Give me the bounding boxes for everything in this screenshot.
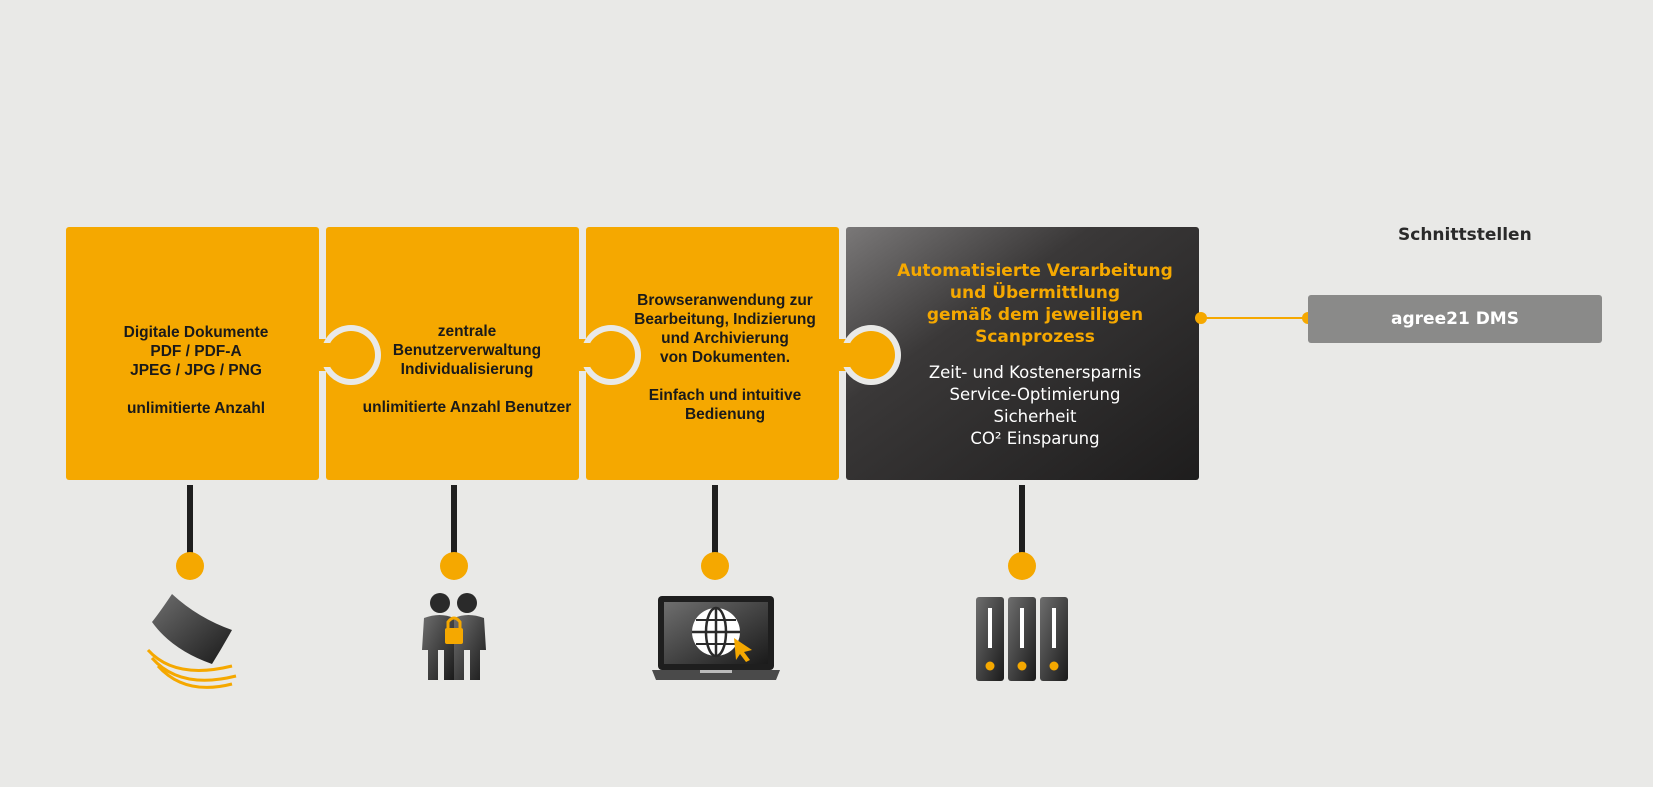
agree21-dms-box[interactable]: agree21 DMS <box>1308 295 1602 343</box>
puzzle-knob-1 <box>317 325 381 385</box>
piece-4-body: Zeit- und Kostenersparnis Service-Optimi… <box>928 363 1142 448</box>
puzzle-piece-2 <box>326 227 579 480</box>
connector-3 <box>701 485 729 580</box>
server-rack-icon <box>976 597 1068 681</box>
users-lock-icon <box>422 593 486 680</box>
interfaces-heading: Schnittstellen <box>1398 225 1532 245</box>
piece-2-text: zentrale Benutzerverwaltung Individualis… <box>362 323 572 416</box>
connector-4 <box>1008 485 1036 580</box>
piece-1-text: Digitale Dokumente PDF / PDF-A JPEG / JP… <box>123 324 269 417</box>
interface-connector <box>1195 312 1314 324</box>
puzzle-knob-3 <box>837 325 901 385</box>
piece-4-title: Automatisierte Verarbeitung und Übermitt… <box>897 261 1173 347</box>
piece-3-text: Browseranwendung zur Bearbeitung, Indizi… <box>634 292 816 423</box>
laptop-globe-icon <box>652 596 780 680</box>
puzzle-knob-2 <box>577 325 641 385</box>
puzzle-piece-4 <box>846 227 1199 480</box>
connector-2 <box>440 485 468 580</box>
connector-1 <box>176 485 204 580</box>
scanned-documents-icon <box>146 594 237 689</box>
puzzle-piece-1 <box>66 227 319 480</box>
puzzle-piece-3 <box>586 227 839 480</box>
